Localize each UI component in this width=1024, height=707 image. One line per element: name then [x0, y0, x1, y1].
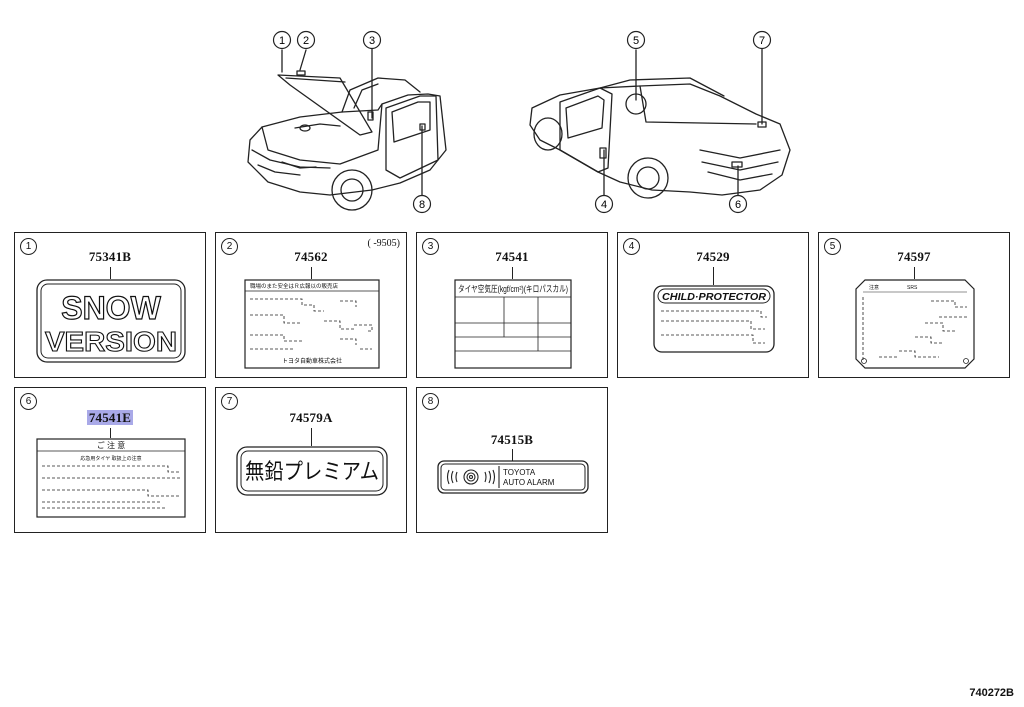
panel-4-number: 4: [623, 238, 640, 255]
callout-8[interactable]: 8: [412, 194, 432, 214]
panel-5-part-code[interactable]: 74597: [819, 249, 1009, 265]
panel-7-label-art: 無鉛プレミアム: [236, 446, 388, 496]
car-front-illustration: 1 2 3 4 5 6 7 8: [247, 30, 791, 214]
callout-6[interactable]: 6: [728, 194, 748, 214]
label-panel-4[interactable]: 4 74529 CHILD·PROTECTOR: [617, 232, 809, 378]
panel-2-note: ( -9505): [367, 238, 401, 249]
callout-4[interactable]: 4: [594, 194, 614, 214]
panel-3-label-art: タイヤ空気圧(kgf/cm²)(キロパスカル): [454, 279, 572, 369]
panel-1-line-2: VERSION: [45, 326, 177, 357]
panel-5-sub-text: SRS: [907, 285, 918, 291]
callout-3[interactable]: 3: [362, 30, 382, 50]
panel-1-label-art: SNOW VERSION: [36, 279, 186, 363]
panel-5-number: 5: [824, 238, 841, 255]
panel-2-part-code[interactable]: 74562: [216, 249, 406, 265]
panel-6-header-text: ご 注 意: [97, 440, 125, 450]
panel-3-number: 3: [422, 238, 439, 255]
panel-8-sub-text: AUTO ALARM: [503, 478, 555, 487]
panel-4-part-code-text: 74529: [696, 249, 730, 264]
callout-3-label: 3: [369, 35, 375, 47]
panel-7-part-code[interactable]: 74579A: [216, 410, 406, 426]
panel-4-label-art: CHILD·PROTECTOR: [653, 285, 775, 353]
panel-7-part-code-text: 74579A: [289, 410, 333, 425]
panel-2-header-text: 職場のまた安全はＲ広報以の販売店: [250, 282, 339, 290]
panel-1-line-1: SNOW: [61, 290, 161, 326]
callout-group: 1 2 3 4 5 6 7 8: [272, 30, 772, 214]
label-panel-7[interactable]: 7 74579A 無鉛プレミアム: [215, 387, 407, 533]
panel-5-part-code-text: 74597: [897, 249, 931, 264]
diagram-id: 740272B: [969, 687, 1014, 699]
callout-8-label: 8: [419, 199, 425, 211]
panel-6-part-code-text: 74541E: [86, 410, 134, 425]
panel-2-footer-text: トヨタ自動車株式会社: [282, 357, 342, 365]
callout-2[interactable]: 2: [296, 30, 316, 50]
callout-1[interactable]: 1: [272, 30, 292, 50]
panel-7-number: 7: [221, 393, 238, 410]
panel-3-header-text: タイヤ空気圧(kgf/cm²)(キロパスカル): [458, 283, 568, 294]
panel-1-part-code[interactable]: 75341B: [15, 249, 205, 265]
panel-5-header-text: 注意: [869, 284, 879, 291]
panel-5-label-art: 注意 SRS: [855, 279, 975, 369]
panel-4-part-code[interactable]: 74529: [618, 249, 808, 265]
panel-3-part-code-text: 74541: [495, 249, 529, 264]
panel-6-label-art: ご 注 意 応急用タイヤ 取扱上の注意: [36, 438, 186, 518]
callout-5-label: 5: [633, 35, 639, 47]
panel-2-label-art: 職場のまた安全はＲ広報以の販売店 トヨタ自動車株式会社: [244, 279, 380, 369]
label-panel-2[interactable]: 2 ( -9505) 74562 職場のまた安全はＲ広報以の販売店 トヨタ自動車…: [215, 232, 407, 378]
label-panel-3[interactable]: 3 74541 タイヤ空気圧(kgf/cm²)(キロパスカル): [416, 232, 608, 378]
panel-8-label-art: TOYOTA AUTO ALARM: [437, 460, 589, 494]
panel-8-header-text: TOYOTA: [503, 468, 536, 477]
panel-4-header-text: CHILD·PROTECTOR: [662, 292, 767, 303]
panel-6-number: 6: [20, 393, 37, 410]
panel-8-part-code[interactable]: 74515B: [417, 432, 607, 448]
panel-7-header-text: 無鉛プレミアム: [245, 459, 379, 484]
panel-8-number: 8: [422, 393, 439, 410]
panel-3-part-code[interactable]: 74541: [417, 249, 607, 265]
callout-6-label: 6: [735, 199, 741, 211]
panel-1-part-code-text: 75341B: [88, 249, 132, 264]
callout-1-label: 1: [279, 35, 285, 47]
panel-6-part-code[interactable]: 74541E: [15, 410, 205, 426]
callout-4-label: 4: [601, 199, 607, 211]
panel-2-part-code-text: 74562: [294, 249, 328, 264]
panel-1-number: 1: [20, 238, 37, 255]
panel-8-part-code-text: 74515B: [490, 432, 534, 447]
callout-2-label: 2: [303, 35, 309, 47]
callout-7-label: 7: [759, 35, 765, 47]
label-panel-5[interactable]: 5 74597 注意 SRS: [818, 232, 1010, 378]
label-panel-6[interactable]: 6 74541E ご 注 意 応急用タイヤ 取扱上の注意: [14, 387, 206, 533]
panel-6-sub-text: 応急用タイヤ 取扱上の注意: [80, 455, 141, 462]
panel-2-number: 2: [221, 238, 238, 255]
label-panel-1[interactable]: 1 75341B SNOW VERSION: [14, 232, 206, 378]
label-panel-8[interactable]: 8 74515B TOYOTA AUTO ALARM: [416, 387, 608, 533]
callout-7[interactable]: 7: [752, 30, 772, 50]
alarm-icon: [446, 466, 500, 488]
callout-5[interactable]: 5: [626, 30, 646, 50]
